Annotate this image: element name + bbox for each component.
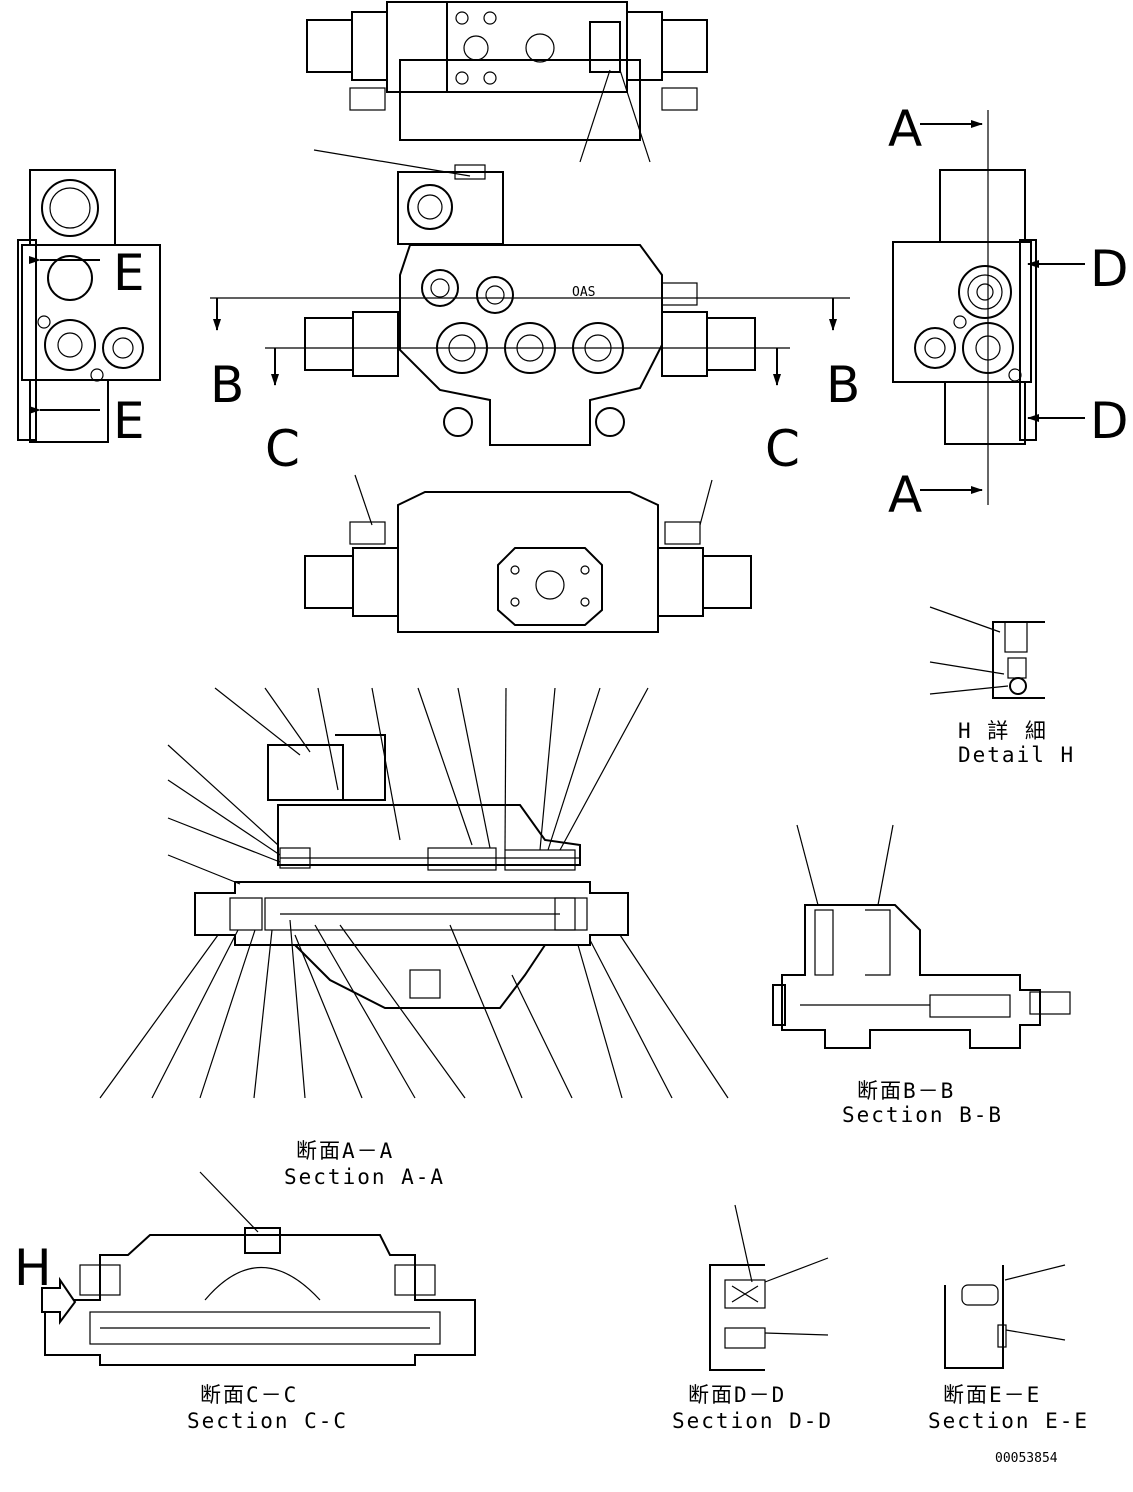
section-aa-title-jp: 断面A－A — [296, 1139, 394, 1163]
label-e-bottom: E — [113, 392, 145, 450]
section-bb-title-en: Section B-B — [842, 1103, 1003, 1127]
section-cc-title-en: Section C-C — [187, 1409, 348, 1433]
detail-h — [929, 606, 1045, 699]
section-lines-bc — [210, 297, 850, 386]
label-a-top: A — [888, 100, 922, 158]
label-b-left: B — [210, 356, 244, 414]
section-cc — [41, 1171, 476, 1366]
label-d-top: D — [1090, 240, 1129, 298]
section-cc-title-jp: 断面C－C — [200, 1383, 298, 1407]
section-bb-title-jp: 断面B－B — [857, 1079, 955, 1103]
section-bb — [772, 824, 1071, 1049]
detail-h-title-jp: H 詳 細 — [958, 719, 1048, 743]
section-aa-title-en: Section A-A — [284, 1165, 445, 1189]
detail-h-title-en: Detail H — [958, 743, 1075, 767]
top-view — [306, 1, 708, 177]
label-e-top: E — [113, 244, 145, 302]
section-aa-leaders — [99, 687, 729, 1099]
front-view: OAS — [304, 164, 756, 446]
bottom-view — [304, 474, 752, 633]
label-c-left: C — [265, 420, 300, 478]
left-side-view — [17, 169, 161, 443]
label-a-bottom: A — [888, 466, 922, 524]
section-dd — [709, 1204, 829, 1371]
label-b-right: B — [826, 356, 860, 414]
section-dd-title-en: Section D-D — [672, 1409, 833, 1433]
section-aa — [194, 734, 629, 1009]
section-ee-title-en: Section E-E — [928, 1409, 1089, 1433]
label-h-marker: H — [14, 1239, 52, 1297]
section-ee — [944, 1264, 1066, 1369]
right-side-view — [892, 110, 1085, 505]
label-c-right: C — [765, 420, 800, 478]
body-marking: OAS — [572, 285, 595, 300]
section-ee-title-jp: 断面E－E — [943, 1383, 1041, 1407]
drawing-number: 00053854 — [995, 1451, 1058, 1466]
section-dd-title-jp: 断面D－D — [688, 1383, 786, 1407]
label-d-bottom: D — [1090, 392, 1129, 450]
